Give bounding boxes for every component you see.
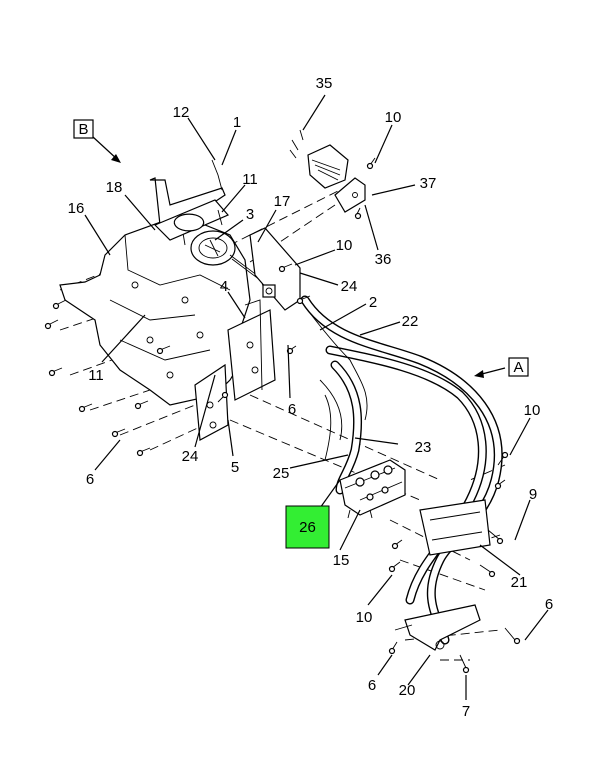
- lower-bracket: [394, 499, 491, 651]
- callout-11: 11: [242, 171, 258, 188]
- callout-35: 35: [316, 75, 333, 92]
- callout-1: 1: [233, 114, 241, 131]
- callout-11: 11: [88, 367, 104, 384]
- callout-26[interactable]: 26: [299, 519, 316, 536]
- callout-6: 6: [368, 677, 376, 694]
- callout-15: 15: [333, 552, 350, 569]
- callout-10: 10: [336, 237, 353, 254]
- callout-17: 17: [274, 193, 291, 210]
- relay-box: [289, 129, 366, 213]
- callout-6: 6: [545, 596, 553, 613]
- fasteners: [44, 157, 521, 674]
- callout-9: 9: [529, 486, 537, 503]
- side-plate: [249, 227, 301, 311]
- vertical-bracket: [194, 299, 276, 441]
- highlighted-part-26[interactable]: 26: [285, 505, 330, 549]
- callout-10: 10: [385, 109, 402, 126]
- reference-box-a: A: [508, 357, 529, 377]
- callout-4: 4: [220, 278, 228, 295]
- callout-37: 37: [420, 175, 437, 192]
- top-bracket: [149, 159, 229, 241]
- callout-12: 12: [173, 104, 190, 121]
- callout-22: 22: [402, 313, 419, 330]
- callout-7: 7: [462, 703, 470, 720]
- callout-21: 21: [511, 574, 528, 591]
- reference-arrows: [92, 136, 506, 378]
- valve-block: [339, 459, 406, 519]
- callout-16: 16: [68, 200, 85, 217]
- callout-5: 5: [231, 459, 239, 476]
- callout-36: 36: [375, 251, 392, 268]
- callout-24: 24: [341, 278, 358, 295]
- callout-6: 6: [288, 401, 296, 418]
- reference-label-a: A: [513, 359, 523, 376]
- callout-labels: 35 12 1 10 37 18 11 16 3 17 36 10 24 4 2…: [68, 75, 554, 720]
- callout-24: 24: [182, 448, 199, 465]
- gauge: [190, 230, 273, 290]
- leader-lines: [84, 94, 549, 700]
- callout-18: 18: [106, 179, 123, 196]
- callout-3: 3: [246, 206, 254, 223]
- callout-10: 10: [356, 609, 373, 626]
- reference-label-b: B: [78, 121, 88, 138]
- callout-25: 25: [273, 465, 290, 482]
- callout-10: 10: [524, 402, 541, 419]
- reference-box-b: B: [73, 119, 94, 139]
- callout-2: 2: [369, 294, 377, 311]
- callout-6: 6: [86, 471, 94, 488]
- callout-23: 23: [415, 439, 432, 456]
- callout-20: 20: [399, 682, 416, 699]
